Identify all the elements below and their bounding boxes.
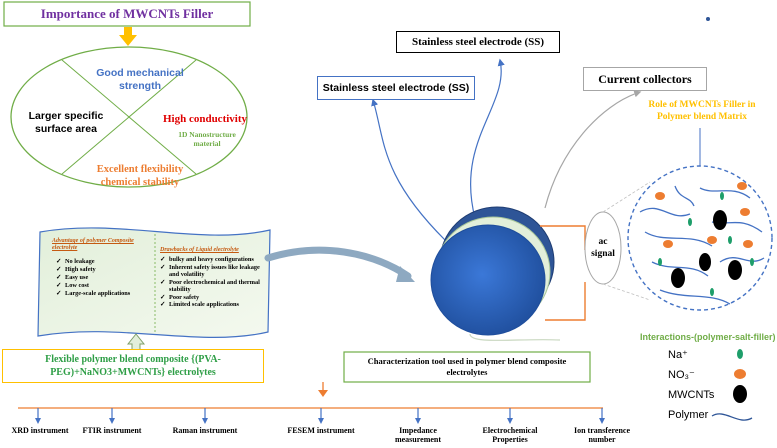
banner-list-text: Limited scale applications [169,301,239,308]
banner-list-item: ✓Poor electrochemical and thermal stabil… [160,279,268,294]
tool-label: Electrochemical Properties [482,426,538,444]
top-electrode-label: Stainless steel electrode (SS) [396,31,560,53]
importance-ellipse [10,46,248,188]
up-arrow-icon [126,333,146,351]
interactions-title: Interactions-(polymer-salt-filler) [640,332,776,342]
tool-tick-head [202,418,208,424]
curved-arrow-head [396,266,415,282]
legend-polymer-symbol [711,413,753,421]
arrow-top-electrode [470,58,505,219]
check-icon: ✓ [160,263,166,271]
banner-list-text: Inherent safety issues like leakage and … [169,263,260,279]
current-collectors-label: Current collectors [583,67,707,91]
banner-list-text: bulky and heavy configurations [169,256,254,263]
tool-tick-head [599,418,605,424]
tool-tick-head [415,418,421,424]
composite-electrolyte-box: Flexible polymer blend composite {(PVA-P… [2,349,264,383]
tool-label: Impedance measurement [394,426,442,444]
banner-list-text: High safety [65,266,96,273]
electrode-cell [430,206,555,336]
left-electrode-label: Stainless steel electrode (SS) [317,76,475,100]
role-label: Role of MWCNTs Filler in Polymer blend M… [648,100,756,122]
flexibility-label: Excellent flexibility [96,163,184,175]
characterization-box [343,351,591,383]
tool-tick-head [318,418,324,424]
advantage-list: ✓No leakage✓High safety✓Easy use✓Low cos… [56,258,156,298]
advantages-banner [37,227,271,339]
title-text: Importance of MWCNTs Filler [40,6,214,21]
tool-label: XRD instrument [11,426,69,435]
mechanical-strength-label: Good mechanical strength [96,67,184,92]
curved-arrow [264,246,412,280]
banner-list-item: ✓High safety [56,266,156,274]
check-icon: ✓ [160,278,166,286]
banner-list-item: ✓No leakage [56,258,156,266]
banner-list-item: ✓Inherent safety issues like leakage and… [160,264,268,279]
banner-list-item: ✓Large-scale applications [56,290,156,298]
banner-list-text: Large-scale applications [65,290,131,297]
drawback-list: ✓bulky and heavy configurations✓Inherent… [160,256,268,309]
characterization-title: Characterization tool used in polymer bl… [367,356,567,377]
drawback-title: Drawbacks of Liquid electrolyte [160,247,239,253]
banner-list-item: ✓Low cost [56,282,156,290]
legend-no3-symbol [734,369,746,379]
check-icon: ✓ [56,258,62,265]
legend-label: Polymer [668,409,709,421]
zoom-line-top [602,181,651,213]
banner-list-text: Poor safety [169,293,200,301]
banner-list-item: ✓Limited scale applications [160,301,268,309]
tool-tick-head [507,418,513,424]
check-icon: ✓ [56,290,62,297]
check-icon: ✓ [56,282,62,289]
polymer-matrix-circle [627,165,773,311]
char-connector-head [318,390,328,397]
wire-bottom [545,282,586,321]
banner-list-text: Low cost [65,282,89,289]
ac-signal-label: ac signal [591,237,615,259]
disc-to-box-curve [469,333,561,341]
legend-label: Na⁺ [668,349,688,361]
down-arrow-icon [119,27,137,46]
decor-dot [706,17,710,21]
tool-ticks [35,408,605,424]
surface-area-label: Larger specific surface area [28,110,104,135]
arrow-left-electrode [371,98,446,241]
legend-label: NO₃⁻ [668,369,695,381]
banner-list-item: ✓Easy use [56,274,156,282]
check-icon: ✓ [160,293,166,301]
check-icon: ✓ [160,256,166,263]
tool-label: FTIR instrument [82,426,142,435]
tool-tick-head [109,418,115,424]
title-box [3,1,251,27]
chemical-stability-label: chemical stability [100,176,180,188]
tool-label: FESEM instrument [287,426,355,435]
arrow-collectors [544,90,642,209]
check-icon: ✓ [160,301,166,308]
nanostructure-label: 1D Nanostructure material [178,130,236,148]
legend-label: MWCNTs [668,389,715,401]
tool-tick-head [35,418,41,424]
tool-label: Ion transference number [573,426,631,444]
legend-na-symbol [737,349,743,359]
tool-label: Raman instrument [172,426,238,435]
zoom-line-bottom [602,283,651,301]
banner-list-item: ✓bulky and heavy configurations [160,256,268,264]
check-icon: ✓ [56,266,62,273]
banner-list-text: No leakage [65,258,95,265]
banner-list-item: ✓Poor safety [160,294,268,302]
banner-list-text: Easy use [65,274,89,281]
banner-list-text: Poor electrochemical and thermal stabili… [169,278,260,294]
check-icon: ✓ [56,274,62,281]
conductivity-label: High conductivity [162,113,248,125]
advantage-title: Advantage of polymer Composite electroly… [52,238,134,251]
legend-mwcnt-symbol [733,385,747,403]
